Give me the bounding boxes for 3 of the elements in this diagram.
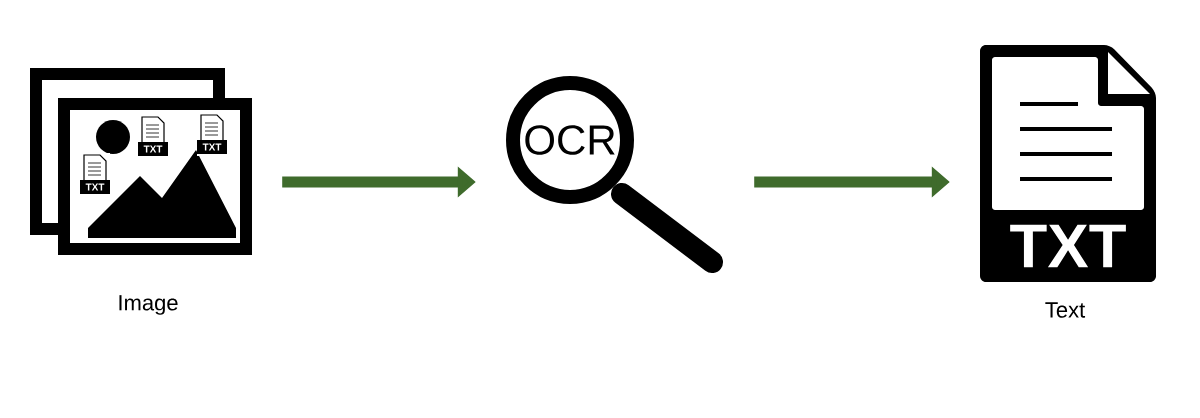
node-label: Image [119, 295, 178, 315]
node-label: Text [1045, 302, 1086, 318]
image-icon-drawing: TXT TXT TXT [30, 68, 252, 255]
